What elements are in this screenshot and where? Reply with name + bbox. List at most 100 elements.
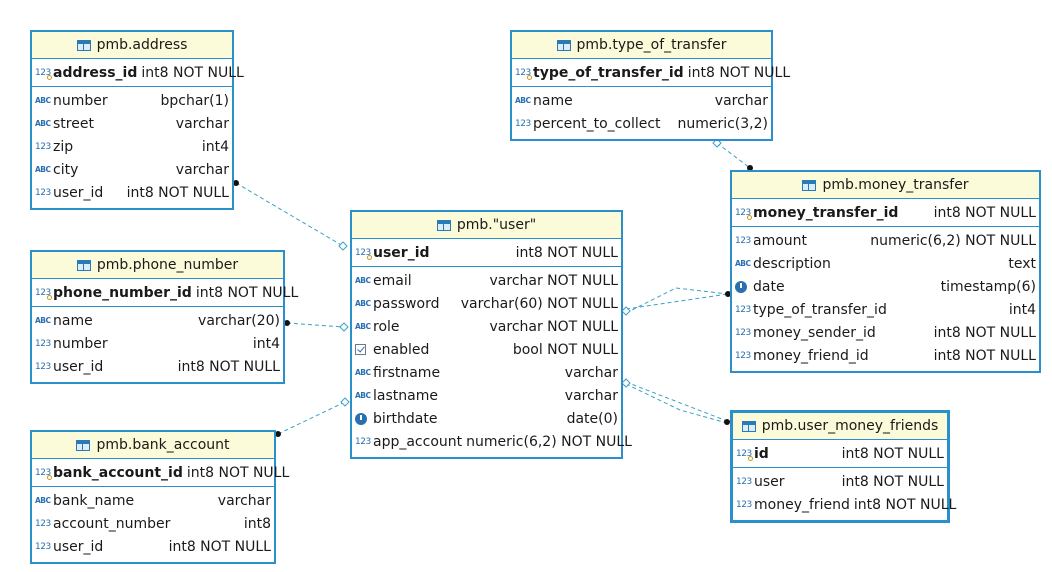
- link-end-dot: [233, 180, 239, 186]
- link-user-friends-1: [625, 381, 728, 422]
- column-type: int8 NOT NULL: [933, 347, 1036, 364]
- column-name: percent_to_collect: [533, 115, 661, 132]
- column-name: role: [373, 318, 400, 335]
- column-name: zip: [53, 138, 74, 155]
- key-number-icon: 123: [515, 68, 533, 80]
- column-name: enabled: [373, 341, 430, 358]
- table-header[interactable]: pmb."user": [352, 212, 621, 239]
- column-type: int8 NOT NULL: [141, 64, 244, 81]
- table-header[interactable]: pmb.user_money_friends: [733, 413, 947, 440]
- text-icon: ABC: [35, 96, 51, 105]
- key-number-icon: 123: [35, 288, 53, 300]
- table-header[interactable]: pmb.type_of_transfer: [512, 32, 771, 59]
- column-type: numeric(3,2): [677, 115, 768, 132]
- column-type: varchar: [564, 387, 618, 404]
- column-row[interactable]: enabled bool NOT NULL: [352, 338, 621, 361]
- column-type: int8 NOT NULL: [195, 284, 299, 301]
- column-type: int4: [252, 335, 280, 352]
- table-header[interactable]: pmb.phone_number: [32, 252, 283, 279]
- column-type: bool NOT NULL: [512, 341, 618, 358]
- table-user-money-friends[interactable]: pmb.user_money_friends 123 id int8 NOT NUL…: [730, 410, 956, 523]
- table-icon: [76, 439, 91, 451]
- column-name: date: [753, 278, 785, 295]
- column-type: int8 NOT NULL: [853, 496, 957, 513]
- link-bank-user: [277, 401, 346, 435]
- column-name: money_friend_id: [753, 347, 869, 364]
- column-name: id: [754, 445, 769, 462]
- text-icon: ABC: [355, 322, 371, 331]
- table-header[interactable]: pmb.address: [32, 32, 232, 59]
- column-name: lastname: [373, 387, 438, 404]
- column-type: int8 NOT NULL: [841, 445, 944, 462]
- number-icon: 123: [736, 499, 752, 510]
- column-type: varchar: [714, 92, 768, 109]
- column-name: bank_name: [53, 492, 135, 509]
- table-header[interactable]: pmb.money_transfer: [732, 172, 1039, 199]
- column-type: int8 NOT NULL: [933, 204, 1036, 221]
- link-diamond: [712, 138, 722, 148]
- link-end-dot: [724, 419, 730, 425]
- table-header[interactable]: pmb.bank_account: [32, 432, 274, 459]
- number-icon: 123: [515, 118, 531, 129]
- column-name: phone_number_id: [53, 284, 192, 301]
- column-name: name: [533, 92, 573, 109]
- table-icon: [802, 179, 817, 191]
- link-end-dot: [275, 431, 281, 437]
- link-address-user: [235, 182, 344, 247]
- column-type: varchar: [175, 115, 229, 132]
- key-number-icon: 123: [35, 468, 53, 480]
- link-user-moneytransfer-2: [625, 287, 729, 314]
- number-icon: 123: [35, 518, 51, 529]
- column-name: number: [53, 92, 108, 109]
- column-type: numeric(6,2) NOT NULL: [466, 433, 632, 450]
- column-name: bank_account_id: [53, 464, 183, 481]
- column-name: user_id: [53, 358, 104, 375]
- number-icon: 123: [736, 476, 752, 487]
- column-type: int8 NOT NULL: [687, 64, 791, 81]
- column-type: varchar(20): [198, 312, 280, 329]
- column-type: varchar: [175, 161, 229, 178]
